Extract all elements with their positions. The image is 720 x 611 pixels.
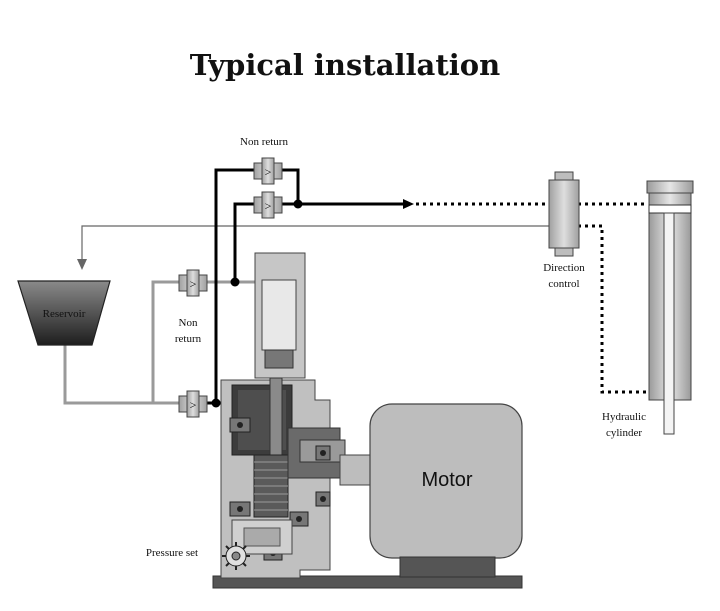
svg-text:>: > [265, 165, 272, 179]
pressure-set-label: Pressure set [146, 547, 198, 559]
junction-dots [211, 199, 303, 408]
hydraulic-label-1: Hydraulic [602, 411, 646, 423]
reservoir-label: Reservoir [43, 308, 86, 320]
return-lines [63, 280, 255, 405]
flow-arrow [403, 199, 414, 209]
tank-return-line [77, 225, 550, 270]
pressure-set-knob [222, 542, 250, 570]
svg-text:>: > [190, 277, 197, 291]
dotted-lines [416, 202, 648, 394]
check-valve-top: > [253, 157, 283, 185]
non-return-left-label-2: return [175, 333, 202, 345]
check-valve-left-lower: > [178, 390, 208, 418]
hydraulic-label-2: cylinder [606, 427, 642, 439]
check-valve-mid: > [253, 191, 283, 219]
motor-label: Motor [421, 469, 472, 491]
direction-label-2: control [548, 278, 579, 290]
reservoir: Reservoir [17, 280, 111, 346]
pump-assembly [212, 252, 523, 589]
non-return-left-label-1: Non [179, 317, 198, 329]
svg-text:>: > [190, 398, 197, 412]
diagram-title: Typical installation [189, 48, 501, 82]
svg-text:>: > [265, 199, 272, 213]
hydraulic-cylinder [646, 180, 694, 435]
direction-label-1: Direction [543, 262, 585, 274]
motor: Motor [369, 403, 523, 578]
base-plate [212, 575, 523, 589]
non-return-top-label: Non return [240, 136, 288, 148]
check-valve-left-upper: > [178, 269, 208, 297]
direction-control-valve [548, 171, 580, 257]
